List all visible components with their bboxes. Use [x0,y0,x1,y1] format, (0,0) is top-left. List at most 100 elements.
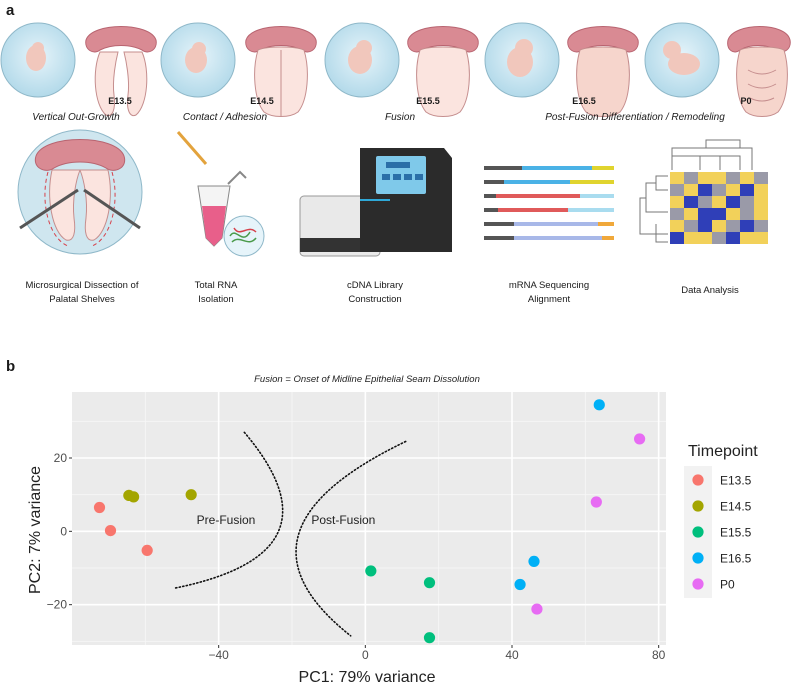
heatmap-cell [670,208,684,220]
step-dissection-line1: Microsurgical Dissection of [25,280,139,291]
heatmap-cell [698,232,712,244]
legend-key-e15-5 [692,526,704,538]
data-point-e15-5 [423,632,436,644]
heatmap-cell [740,184,754,196]
workflow-illustrations [17,129,768,257]
step-cdna-line2: Construction [348,294,402,305]
legend-label-e15-5: E15.5 [720,526,752,540]
developmental-timeline-illustrations [0,22,791,117]
plot-panel [72,392,666,645]
heatmap-cell [740,220,754,232]
heatmap-cell [698,220,712,232]
heatmap-cell [698,172,712,184]
data-point-p0 [531,603,543,615]
heatmap-cell [754,208,768,220]
data-point-e14-5 [185,489,197,501]
heatmap-cell [698,208,712,220]
step-seq-line2: Alignment [527,294,571,305]
embryo-dish-e15-5 [324,22,400,98]
heatmap-cell [754,172,768,184]
heatmap-cell [670,232,684,244]
embryo-dish-e14-5 [160,22,236,98]
heatmap-cell [712,232,726,244]
heatmap-cell [712,172,726,184]
dissection-illustration [17,129,143,255]
data-point-e16-5 [593,399,605,411]
palate-e13-5 [85,26,157,117]
heatmap-cell [684,172,698,184]
y-tick-label: 0 [60,524,67,538]
heatmap-cell [740,208,754,220]
legend-label-e13-5: E13.5 [720,474,752,488]
pre-fusion-boundary [173,431,284,589]
stage-label-outgrowth: Vertical Out-Growth [32,112,120,123]
rna-tube-illustration [176,131,265,257]
heatmap-cell [670,172,684,184]
data-point-e13-5 [93,501,106,514]
timepoint-label-e14-5: E14.5 [250,96,274,106]
embryo-dish-e16-5 [484,22,560,98]
panel-a-letter: a [6,2,15,19]
data-point-e13-5 [104,525,117,537]
sequencer-illustration [299,148,452,257]
stage-label-fusion: Fusion [384,112,415,123]
y-axis-label: PC2: 7% variance [27,466,44,594]
x-tick-label: 40 [505,648,519,662]
step-data-line1: Data Analysis [681,285,739,296]
heatmap-cell [726,184,740,196]
step-cdna-line1: cDNA Library [347,280,403,291]
annotation-pre-fusion: Pre-Fusion [197,513,256,527]
data-point-e14-5 [128,491,140,503]
sequencing-reads-illustration [484,166,614,240]
legend-label-e16-5: E16.5 [720,552,752,566]
heatmap-cell [726,196,740,208]
heatmap-cell [712,184,726,196]
legend-key-p0 [692,578,704,590]
grid-lines [72,392,666,645]
y-tick-label: −20 [47,598,68,612]
legend-key-e16-5 [692,552,704,564]
data-points [93,399,646,644]
heatmap-cell [726,220,740,232]
data-point-e16-5 [528,555,540,567]
palate-e14-5 [245,26,317,117]
heatmap-cell [740,172,754,184]
step-dissection-line2: Palatal Shelves [49,294,115,305]
data-point-e15-5 [423,577,436,589]
x-tick-label: 0 [362,648,369,662]
heatmap-cell [698,184,712,196]
stage-label-remodeling: Post-Fusion Differentiation / Remodeling [545,112,725,123]
embryo-dish-e13-5 [0,22,76,98]
heatmap-cell [754,232,768,244]
step-data-analysis: Data Analysis [650,284,770,298]
stage-label-adhesion: Contact / Adhesion [182,112,268,123]
legend-key-e13-5 [692,474,704,486]
data-point-e15-5 [365,565,377,577]
heatmap-cell [698,196,712,208]
x-tick-labels: −40 0 40 80 [208,645,666,662]
chart-title: Fusion = Onset of Midline Epithelial Sea… [254,374,480,385]
heatmap-cell [684,196,698,208]
data-point-p0 [590,496,602,508]
embryo-dish-p0 [644,22,720,98]
post-fusion-boundary [295,440,407,637]
step-seq-line1: mRNA Sequencing [508,280,590,291]
legend-label-p0: P0 [720,578,735,592]
heatmap-cell [684,232,698,244]
step-rna-line1: Total RNA [194,280,238,291]
heatmap-cell [684,184,698,196]
heatmap-cell [726,208,740,220]
x-tick-label: −40 [208,648,229,662]
timepoint-label-e13-5: E13.5 [108,96,132,106]
heatmap-cell [754,196,768,208]
step-rna-isolation: Total RNA Isolation [166,279,266,307]
heatmap-cell [670,184,684,196]
heatmap-cell [684,220,698,232]
heatmap-cell [712,208,726,220]
x-tick-label: 80 [652,648,666,662]
heatmap-cell [712,220,726,232]
timepoint-label-e16-5: E16.5 [572,96,596,106]
